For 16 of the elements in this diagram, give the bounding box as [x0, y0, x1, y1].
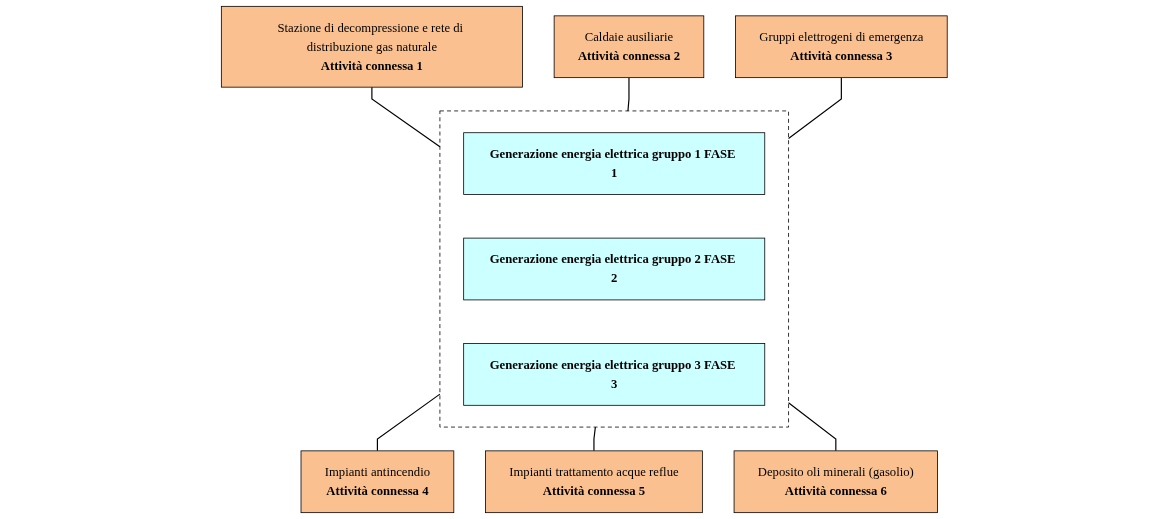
node-box: Caldaie ausiliarie Attività connessa 2	[553, 15, 705, 79]
connector	[377, 393, 441, 452]
node-box: Generazione energia elettrica gruppo 2 FASE 2	[463, 237, 766, 301]
node-box: Impianti antincendio Attività connessa 4	[300, 450, 455, 514]
node-box: Gruppi elettrogeni di emergenza Attività connessa 3	[735, 15, 948, 79]
connector	[593, 426, 597, 452]
node-box: Impianti trattamento acque reflue Attività connessa 5	[485, 450, 703, 514]
node-box: Stazione di decompressione e rete di distribuzione gas naturale Attività connessa 1	[221, 5, 524, 88]
node-box: Generazione energia elettrica gruppo 3 FASE 3	[463, 343, 766, 406]
connector	[788, 77, 843, 140]
connector	[788, 402, 837, 452]
node-box: Generazione energia elettrica gruppo 1 FASE 1	[463, 132, 766, 195]
connector	[627, 77, 630, 112]
node-box: Deposito oli minerali (gasolio) Attività connessa 6	[733, 450, 939, 514]
cluster	[439, 110, 790, 428]
connector	[371, 86, 441, 148]
